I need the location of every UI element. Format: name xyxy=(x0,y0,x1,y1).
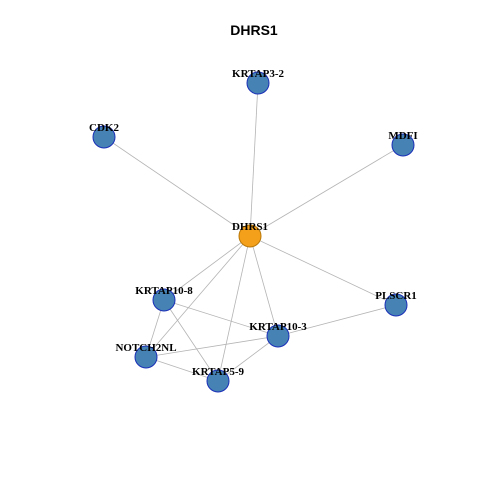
node-label-krtap10-8: KRTAP10-8 xyxy=(135,285,193,297)
edge-krtap10-8-krtap10-3 xyxy=(163,299,279,337)
edge-dhrs1-krtap5-9 xyxy=(217,235,251,382)
edge-krtap10-3-krtap5-9 xyxy=(217,335,279,382)
edge-dhrs1-krtap3-2 xyxy=(249,82,259,237)
node-label-krtap5-9: KRTAP5-9 xyxy=(192,366,244,378)
node-label-mdfi: MDFI xyxy=(388,130,417,142)
edge-dhrs1-krtap10-3 xyxy=(249,235,279,337)
node-layer xyxy=(92,71,415,393)
node-label-plscr1: PLSCR1 xyxy=(375,290,417,302)
node-cdk2[interactable] xyxy=(92,125,116,149)
node-notch2nl[interactable] xyxy=(134,345,158,369)
edge-krtap10-3-plscr1 xyxy=(277,304,397,337)
edge-dhrs1-krtap10-8 xyxy=(163,235,251,301)
edge-krtap10-8-krtap5-9 xyxy=(163,299,219,382)
node-krtap5-9[interactable] xyxy=(206,369,230,393)
node-label-dhrs1: DHRS1 xyxy=(232,221,268,233)
node-label-krtap3-2: KRTAP3-2 xyxy=(232,68,284,80)
edge-notch2nl-krtap5-9 xyxy=(145,356,219,382)
edge-dhrs1-notch2nl xyxy=(145,235,251,358)
edge-layer xyxy=(103,82,404,382)
edge-krtap10-3-notch2nl xyxy=(145,335,279,358)
diagram-title: DHRS1 xyxy=(230,22,278,38)
edge-dhrs1-mdfi xyxy=(249,144,404,237)
node-krtap10-3[interactable] xyxy=(266,324,290,348)
node-dhrs1[interactable] xyxy=(238,224,262,248)
node-plscr1[interactable] xyxy=(384,293,408,317)
node-krtap10-8[interactable] xyxy=(152,288,176,312)
node-label-notch2nl: NOTCH2NL xyxy=(115,342,176,354)
node-mdfi[interactable] xyxy=(391,133,415,157)
node-label-cdk2: CDK2 xyxy=(89,122,119,134)
node-label-krtap10-3: KRTAP10-3 xyxy=(249,321,307,333)
edge-dhrs1-cdk2 xyxy=(103,136,251,237)
edge-dhrs1-plscr1 xyxy=(249,235,397,306)
node-krtap3-2[interactable] xyxy=(246,71,270,95)
